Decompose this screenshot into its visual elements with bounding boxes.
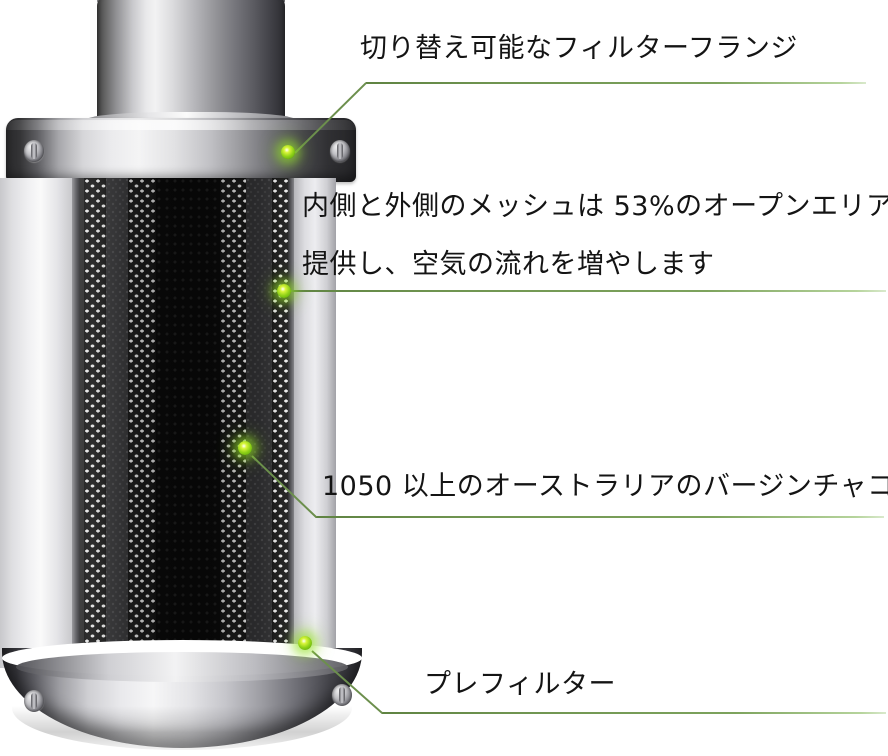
callout-underline-pre-filter [382, 712, 886, 714]
screw-top-right [330, 140, 350, 162]
carbon-texture-column-1 [104, 178, 128, 668]
callout-dot-pre-filter [298, 636, 312, 650]
carbon-texture-column-3 [246, 178, 272, 668]
callout-label-mesh-open-area-line2: 提供し、空気の流れを増やします [302, 249, 715, 280]
mesh-region [80, 178, 296, 668]
callout-label-filter-flange: 切り替え可能なフィルターフランジ [360, 33, 798, 64]
flange-highlight [6, 120, 356, 130]
body-right-metal-band [294, 178, 336, 668]
mesh-body [0, 178, 340, 668]
body-left-metal-band [0, 178, 74, 668]
body-left-edge [72, 178, 82, 668]
body-right-edge [288, 178, 296, 668]
callout-dot-filter-flange [281, 145, 295, 159]
callout-label-mesh-open-area-line1: 内側と外側のメッシュは 53%のオープンエリアを [302, 191, 888, 222]
callout-label-pre-filter: プレフィルター [424, 669, 616, 700]
screw-bottom-left [24, 690, 44, 712]
charcoal-bed-core [156, 178, 220, 668]
perforated-mesh-strip-2 [128, 178, 156, 668]
callout-underline-charcoal-bed [316, 516, 884, 518]
screw-bottom-right [332, 684, 352, 706]
perforated-mesh-strip-3 [220, 178, 246, 668]
callout-underline-mesh-open-area [288, 290, 886, 292]
callout-label-charcoal-bed: 1050 以上のオーストラリアのバージンチャコールベッド [322, 471, 888, 502]
base-inner-lip [16, 652, 348, 682]
base-shadow [12, 706, 352, 750]
screw-top-left [24, 140, 44, 162]
callout-dot-mesh-open-area [277, 284, 291, 298]
product-image-carbon-filter [0, 0, 375, 756]
top-neck-collar [97, 0, 285, 124]
callout-dot-charcoal-bed [238, 441, 252, 455]
callout-underline-filter-flange [366, 82, 866, 84]
perforated-mesh-strip-1 [84, 178, 106, 668]
